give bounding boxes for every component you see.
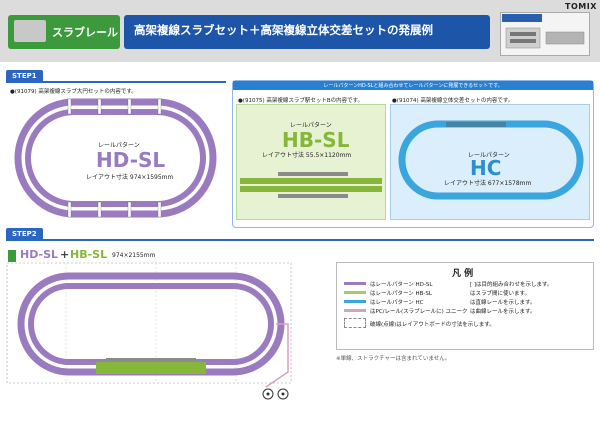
legend-swatch-pc: [344, 309, 366, 312]
hbsl-pattern-label: レールパターン: [290, 122, 332, 129]
legend-note: 破線(点線)はレイアウトボードの寸法を示します。: [370, 322, 495, 328]
legend-title: 凡 例: [452, 269, 474, 279]
hc-layout-size: レイアウト寸法 677×1578mm: [444, 180, 532, 187]
step2-footnote: ※単線、ストラクチャーは含まれていません。: [336, 356, 451, 362]
step2-size: 974×2155mm: [112, 252, 156, 259]
legend-swatch-hbsl: [344, 291, 366, 294]
hbsl-pattern-name: HB-SL: [282, 128, 350, 152]
step1-left-caption: ●(91079) 高架複線スラブ大円セットの内容です。: [10, 89, 137, 95]
hdsl-pattern-label: レールパターン: [98, 142, 140, 149]
step2-heading-plus: +: [60, 248, 70, 261]
legend-swatch-board: [344, 318, 366, 328]
step2-heading-a: HD-SL: [20, 248, 59, 261]
rail-thumbnail-icon: [14, 20, 46, 42]
step2-layout-diagram: [6, 262, 292, 400]
product-box-stripe: [502, 14, 542, 22]
hbsl-layout-size: レイアウト寸法 55.5×1120mm: [262, 152, 352, 159]
hdsl-oval-diagram: [14, 98, 217, 218]
hbsl-station-diagram: [240, 172, 382, 198]
legend-item-pc: はPC/レール(スラブレールに) ユニーク: [370, 309, 468, 315]
hc-caption: ●(91074) 高架複線立体交差セットの内容です。: [392, 98, 514, 104]
brand-logo: TOMIX: [565, 2, 597, 11]
legend-right-2: は直線レールを示します。: [470, 300, 536, 306]
legend-swatch-hdsl: [344, 282, 366, 285]
legend-box: [336, 262, 594, 350]
step2-tag: STEP2: [6, 228, 43, 241]
expansion-banner: レールパターンHD-SLと組み合わせてレールパターンに発展できるセットです。: [233, 81, 593, 90]
hdsl-pattern-name: HD-SL: [96, 148, 166, 172]
step1-tag: STEP1: [6, 70, 43, 83]
page-title: 高架複線スラブセット＋高架複線立体交差セットの発展例: [134, 23, 433, 37]
step1-underline: [6, 81, 226, 83]
hdsl-layout-size: レイアウト寸法 974×1595mm: [86, 174, 174, 181]
legend-item-hdsl: はレールパターン HD-SL: [370, 282, 433, 288]
title-banner: [124, 15, 490, 49]
step2-heading-b: HB-SL: [70, 248, 108, 261]
hbsl-caption: ●(91075) 高架複線スラブ駅セットBの内容です。: [238, 98, 364, 104]
hc-pattern-label: レールパターン: [468, 152, 510, 159]
legend-swatch-hc: [344, 300, 366, 303]
legend-right-1: はスラブ間に使います。: [470, 291, 530, 297]
legend-item-hbsl: はレールパターン HB-SL: [370, 291, 432, 297]
legend-item-hc: はレールパターン HC: [370, 300, 424, 306]
product-box-illustration: [505, 27, 585, 49]
hbsl-panel: [236, 104, 386, 220]
step2-underline: [6, 239, 594, 241]
legend-right-3: は曲線レールを示します。: [470, 309, 536, 315]
step2-heading-marker: [8, 250, 16, 262]
hc-oval-diagram: [398, 120, 584, 200]
hc-pattern-name: HC: [470, 156, 502, 180]
category-label: スラブレール: [52, 26, 118, 39]
legend-right-0: [ ]は目的組み合わせを示します。: [470, 282, 553, 288]
